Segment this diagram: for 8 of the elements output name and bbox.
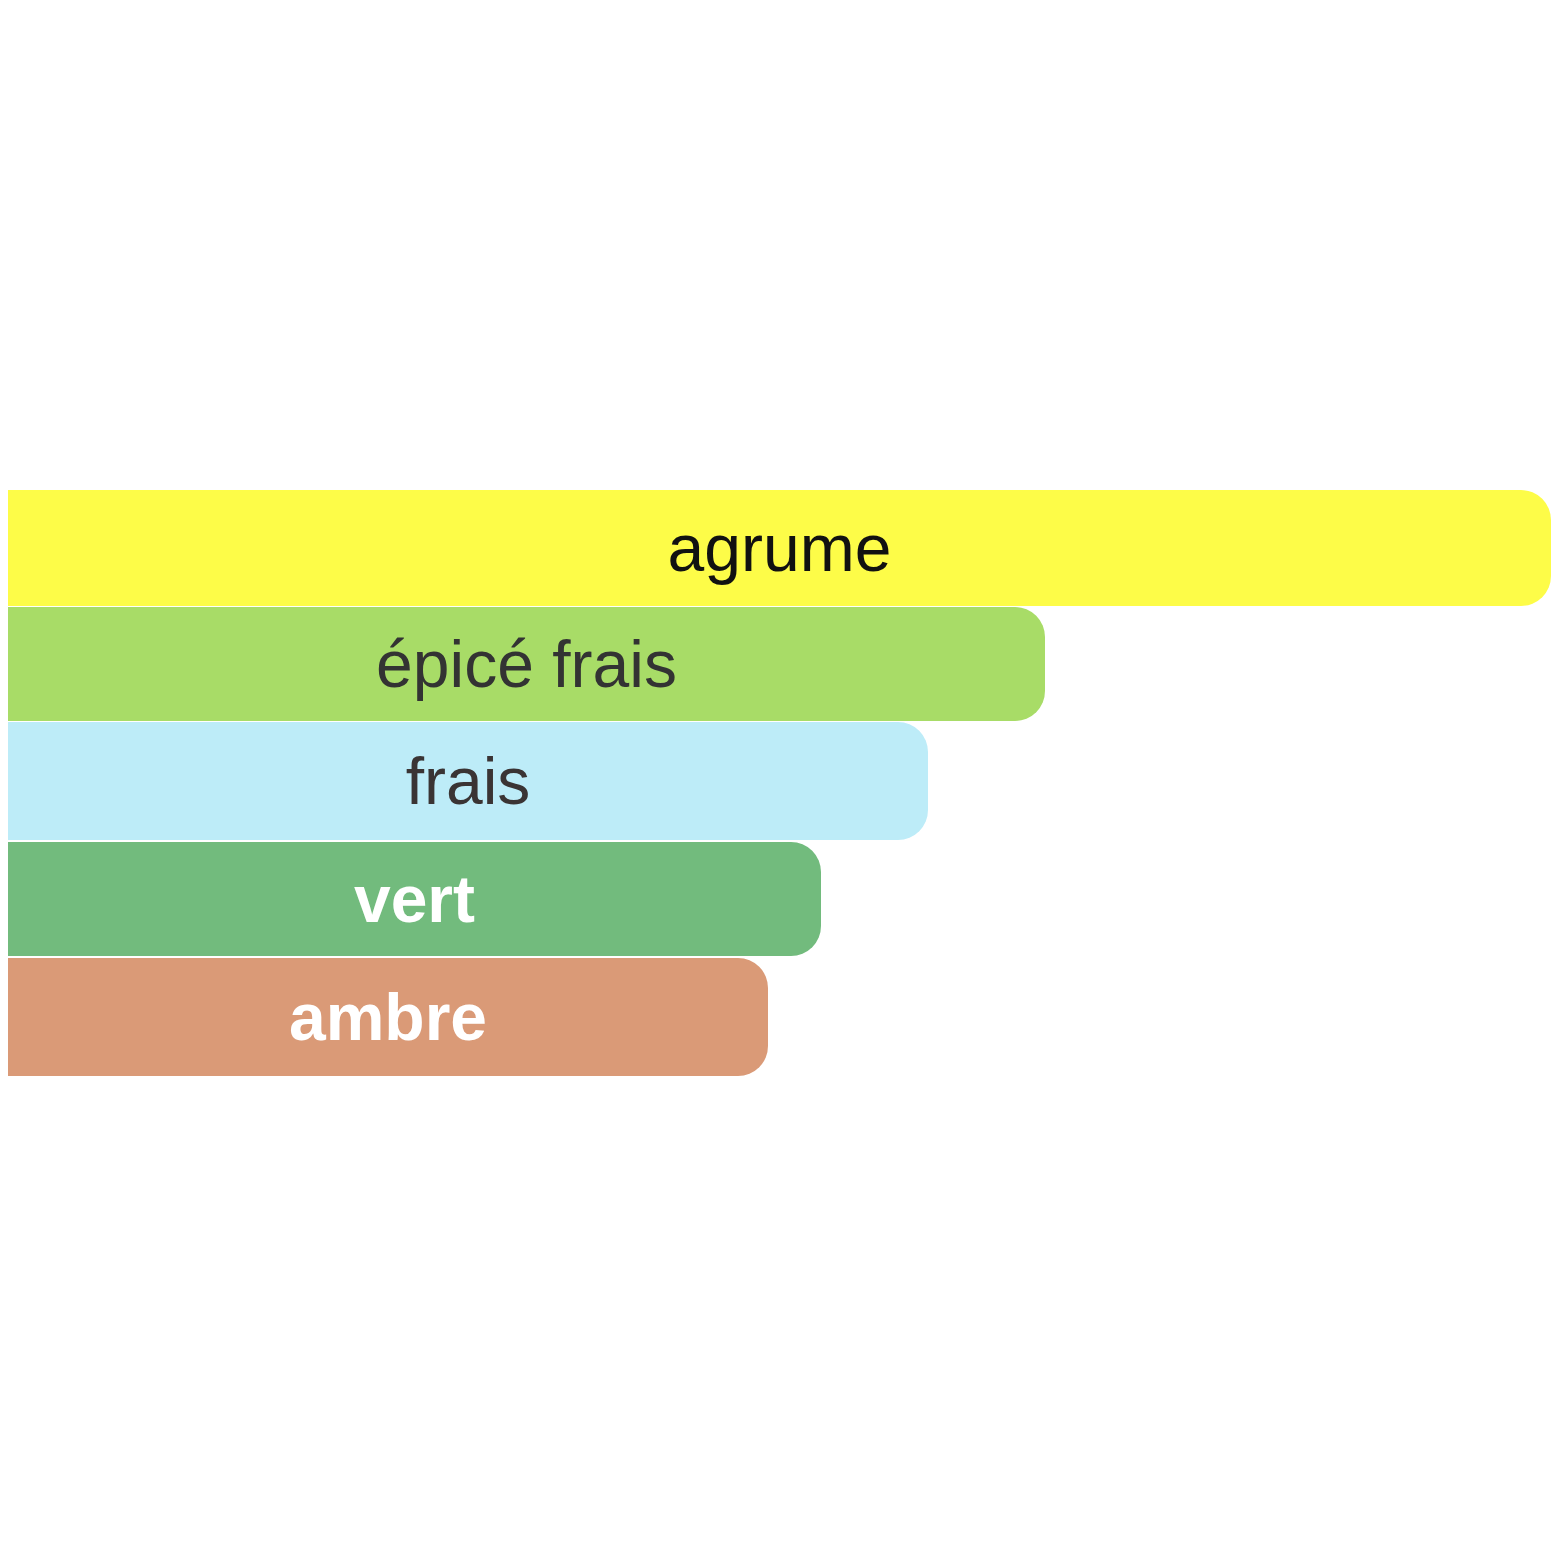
accord-label: frais	[405, 748, 531, 814]
accord-bar	[8, 842, 821, 956]
accord-bar	[8, 958, 768, 1076]
accord-label: vert	[353, 866, 476, 932]
accord-label: ambre	[288, 984, 488, 1050]
accord-bar	[8, 607, 1045, 721]
accord-bar	[8, 490, 1551, 606]
accord-bar	[8, 722, 928, 840]
